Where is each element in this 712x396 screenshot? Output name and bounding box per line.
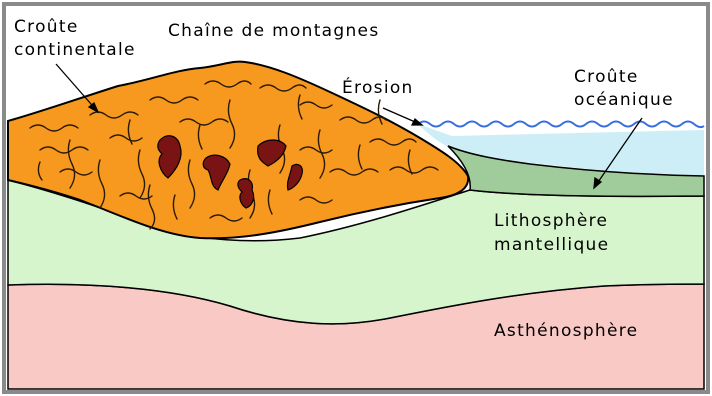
mantle-lithosphere-label-line1: Lithosphère: [494, 211, 608, 231]
erosion-label: Érosion: [342, 76, 414, 98]
mountain-chain-label: Chaîne de montagnes: [168, 21, 379, 41]
asthenosphere-label: Asthénosphère: [494, 321, 638, 341]
oceanic-crust-label-line1: Croûte: [574, 67, 639, 87]
ocean-surface-line: [418, 122, 704, 128]
continental-crust-label-line2: continentale: [14, 40, 136, 60]
oceanic-crust-label-line2: océanique: [574, 90, 674, 110]
mantle-lithosphere-label-line2: mantellique: [494, 235, 609, 255]
continental-crust-label-line1: Croûte: [14, 17, 79, 37]
